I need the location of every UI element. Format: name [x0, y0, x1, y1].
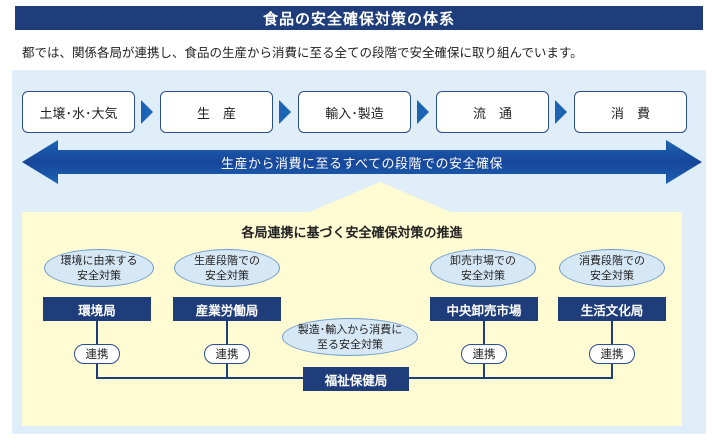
bureau-lifestyle-culture: 生活文化局: [558, 297, 666, 321]
link-badge: 連携: [204, 344, 250, 364]
stage-distribution: 流 通: [436, 91, 549, 133]
chevron-right-icon: [141, 100, 153, 124]
link-badge: 連携: [589, 344, 635, 364]
bureau-welfare-health: 福祉保健局: [303, 367, 409, 391]
stage-production: 生 産: [160, 91, 273, 133]
upward-triangle-icon: [300, 182, 460, 216]
link-badge: 連携: [461, 344, 507, 364]
bureau-industry-labor: 産業労働局: [173, 297, 281, 321]
measure-market: 卸売市場での安全対策: [430, 249, 536, 287]
stage-soil-water-air: 土壌･水･大気: [22, 91, 135, 133]
main-arrow-label: 生産から消費に至るすべての段階での安全確保: [220, 156, 504, 172]
measure-import-to-consumption: 製造･輸入から消費に至る安全対策: [282, 318, 418, 356]
double-arrow-icon: [22, 140, 702, 184]
section-title: 各局連携に基づく安全確保対策の推進: [241, 226, 463, 241]
page-title: 食品の安全確保対策の体系: [15, 6, 703, 30]
intro-text: 都では、関係各局が連携し、食品の生産から消費に至る全ての段階で安全確保に取り組ん…: [22, 45, 583, 60]
stage-consumption: 消 費: [574, 91, 687, 133]
link-badge: 連携: [74, 344, 120, 364]
measure-production: 生産段階での安全対策: [174, 249, 280, 287]
chevron-right-icon: [555, 100, 567, 124]
chevron-right-icon: [279, 100, 291, 124]
bureau-environment: 環境局: [43, 297, 151, 321]
chevron-right-icon: [417, 100, 429, 124]
measure-environment: 環境に由来する安全対策: [44, 249, 154, 287]
measure-consumption: 消費段階での安全対策: [559, 249, 665, 287]
bureau-central-wholesale-market: 中央卸売市場: [430, 297, 538, 321]
stage-import-manufacture: 輸入･製造: [298, 91, 411, 133]
